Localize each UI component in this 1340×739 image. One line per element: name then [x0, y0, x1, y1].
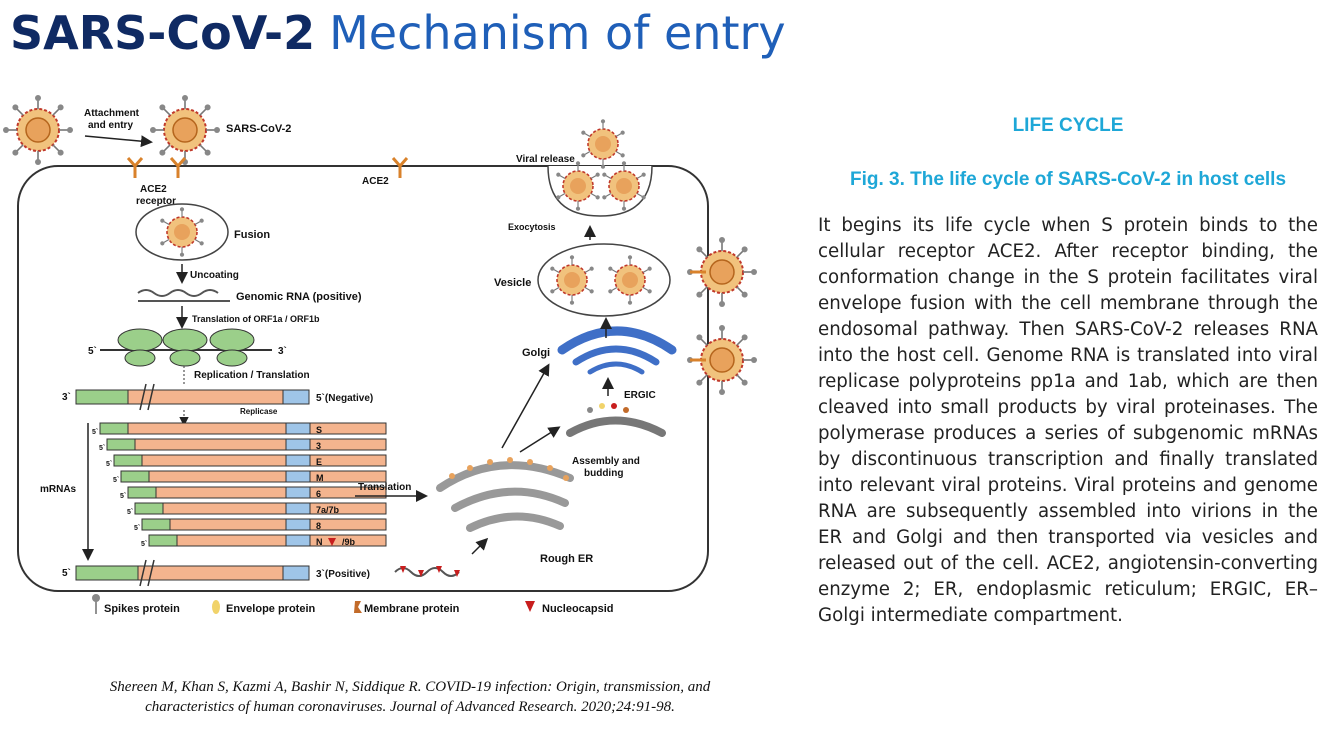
attachment-arrow — [84, 135, 153, 148]
replication-label: Replication / Translation — [194, 370, 310, 381]
ace2-receptor-icon — [391, 157, 409, 178]
svg-text:5`: 5` — [62, 568, 71, 579]
mrna-row: 5` M — [113, 470, 387, 484]
description-panel: LIFE CYCLE Fig. 3. The life cycle of SAR… — [818, 115, 1318, 629]
ace2-receptor-label-1: ACE2 — [140, 184, 167, 195]
citation-line-2: characteristics of human coronaviruses. … — [145, 699, 675, 715]
mrnas-label: mRNAs — [40, 484, 77, 495]
legend-nucleocapsid-label: Nucleocapsid — [542, 603, 614, 615]
svg-text:3`: 3` — [278, 346, 287, 357]
ergic-membrane — [566, 416, 666, 437]
ribosome-icon — [117, 328, 163, 367]
assembly-label-1: Assembly and — [572, 456, 640, 467]
golgi-apparatus — [557, 326, 677, 375]
ace2-receptor-label-2: receptor — [136, 196, 176, 207]
gene-label: M — [316, 473, 324, 483]
ace2-receptor-icon — [169, 157, 187, 178]
legend-envelope-label: Envelope protein — [226, 603, 316, 615]
gene-label: N — [316, 537, 323, 547]
ergic-label: ERGIC — [624, 390, 656, 401]
fusion-label: Fusion — [234, 229, 270, 241]
virion-icon — [3, 95, 73, 165]
life-cycle-heading: LIFE CYCLE — [1012, 115, 1124, 136]
gene-label: E — [316, 457, 322, 467]
genome-rna-strand — [394, 567, 460, 577]
mrna-list: 5` S 5` 3 5` E 5` M 5` 6 5` 7a/7b 5` 8 5` N/9b — [92, 422, 387, 548]
svg-text:5`: 5` — [106, 461, 112, 468]
legend-envelope-icon — [212, 600, 220, 614]
svg-text:5`: 5` — [127, 509, 133, 516]
ribosome-icon — [209, 328, 255, 367]
description-body: It begins its life cycle when S protein … — [818, 215, 1318, 626]
sars-cov-2-label: SARS-CoV-2 — [226, 123, 291, 135]
genomic-rna-label: Genomic RNA (positive) — [236, 291, 362, 303]
rna-strand — [137, 289, 219, 297]
svg-text:5`: 5` — [141, 541, 147, 548]
and-entry-label: and entry — [88, 120, 133, 131]
legend-membrane-label: Membrane protein — [364, 603, 460, 615]
gene-label: 6 — [316, 489, 321, 499]
svg-text:5`: 5` — [92, 429, 98, 436]
title-light: Mechanism of entry — [329, 6, 786, 60]
svg-text:3`: 3` — [62, 392, 71, 403]
vesicle-label: Vesicle — [494, 277, 531, 289]
gene-label: S — [316, 425, 322, 435]
translation-orf-label: Translation of ORF1a / ORF1b — [192, 314, 320, 324]
virion-icon — [150, 95, 220, 165]
viral-release-label: Viral release — [516, 154, 575, 165]
nucleocapsid-icon — [328, 538, 336, 546]
legend-membrane-icon — [354, 601, 362, 613]
golgi-label: Golgi — [522, 347, 550, 359]
attachment-label: Attachment — [84, 108, 140, 119]
gene-label: 7a/7b — [316, 505, 340, 515]
svg-text:5`: 5` — [120, 493, 126, 500]
legend-nucleocapsid-icon — [525, 601, 535, 612]
legend-spike-icon — [92, 594, 100, 614]
svg-text:5`: 5` — [88, 346, 97, 357]
svg-text:5`: 5` — [134, 525, 140, 532]
vesicle — [537, 243, 671, 317]
mrna-row: 5` 6 — [120, 486, 387, 500]
mrna-row: 5` N — [141, 534, 387, 548]
cell-membrane — [17, 165, 709, 592]
mrna-row: 5` 8 — [134, 518, 387, 532]
mrna-row: 5` 7a/7b — [127, 502, 387, 516]
mrna-row: 5` E — [106, 454, 387, 468]
title-bold: SARS-CoV-2 — [10, 6, 316, 60]
svg-text:5`: 5` — [99, 445, 105, 452]
mrna-row: 5` 3 — [99, 438, 387, 452]
replicase-label: Replicase — [240, 407, 278, 416]
virion-icon — [580, 119, 625, 169]
gene-label: 8 — [316, 521, 321, 531]
citation-line-1: Shereen M, Khan S, Kazmi A, Bashir N, Si… — [109, 679, 711, 695]
figure-caption: Fig. 3. The life cycle of SARS-CoV-2 in … — [849, 169, 1287, 190]
rough-er-ribosomes — [449, 457, 569, 481]
ace2-label: ACE2 — [362, 176, 389, 187]
translation-label: Translation — [358, 482, 411, 493]
exocytosis-label: Exocytosis — [508, 222, 556, 232]
ergic-proteins — [587, 403, 629, 413]
legend: Spikes protein Envelope protein Membrane… — [92, 594, 614, 615]
legend-spikes-label: Spikes protein — [104, 603, 180, 615]
mrna-row: 5` S — [92, 422, 387, 436]
nucleocapsid-icon — [400, 566, 460, 577]
life-cycle-diagram: Attachment and entry SARS-CoV-2 ACE2 rec… — [0, 88, 780, 615]
gene-label: 3 — [316, 441, 321, 451]
ribosome-icon — [162, 328, 208, 367]
rough-er — [436, 461, 574, 532]
uncoating-label: Uncoating — [190, 270, 239, 281]
svg-text:5`: 5` — [113, 477, 119, 484]
assembly-label-2: budding — [584, 468, 623, 479]
negative-label: 5`(Negative) — [316, 393, 373, 404]
gene-9b-label: /9b — [342, 537, 356, 547]
citation: Shereen M, Khan S, Kazmi A, Bashir N, Si… — [30, 677, 790, 717]
ace2-receptor-icon — [126, 157, 144, 178]
positive-label: 3`(Positive) — [316, 569, 370, 580]
rough-er-label: Rough ER — [540, 553, 593, 565]
